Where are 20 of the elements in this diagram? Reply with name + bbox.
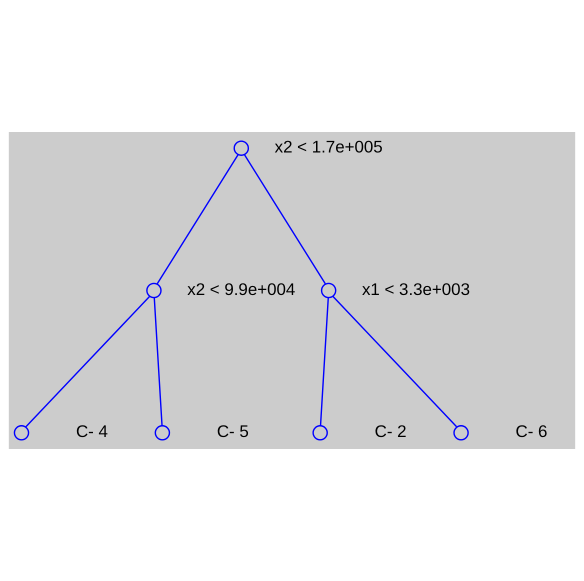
node-label: C- 2 xyxy=(374,422,407,442)
node-circle xyxy=(154,425,170,441)
node-label: x2 < 1.7e+005 xyxy=(274,138,383,157)
node-circle xyxy=(453,425,469,441)
connector xyxy=(320,298,329,426)
node-label: x2 < 9.9e+004 xyxy=(187,280,296,299)
connector xyxy=(332,296,458,428)
node-circle xyxy=(146,282,162,298)
connector xyxy=(156,154,239,284)
node-label: x1 < 3.3e+003 xyxy=(362,280,470,299)
node-circle xyxy=(320,282,336,298)
connector xyxy=(244,154,326,284)
node-circle xyxy=(14,425,30,441)
connector xyxy=(154,298,163,426)
node-circle xyxy=(312,425,328,441)
connector xyxy=(26,296,150,428)
node-circle xyxy=(234,140,250,156)
node-label: C- 6 xyxy=(516,422,548,442)
node-label: C- 4 xyxy=(76,422,108,442)
node-label: C- 5 xyxy=(216,422,249,442)
